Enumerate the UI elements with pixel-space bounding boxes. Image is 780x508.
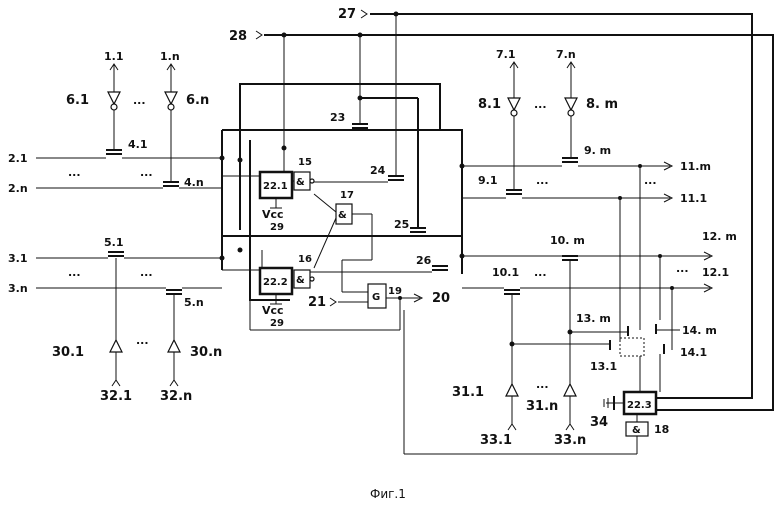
label-1-1: 1.1 [104,50,124,63]
input-group-1 [108,64,177,182]
label-8-1: 8.1 [478,97,501,112]
label-vcc-b: Vcc [262,304,284,317]
label-5-1: 5.1 [104,236,124,249]
label-12-1: 12.1 [702,266,729,279]
generator-symbol: G [372,292,380,303]
label-27: 27 [338,7,356,22]
label-vcc-a: Vcc [262,208,284,221]
label-13-1: 13.1 [590,360,617,373]
label-2-1: 2.1 [8,152,28,165]
label-30-1: 30.1 [52,345,84,360]
label-13-m: 13. m [576,312,611,325]
label-5-n: 5.n [184,296,204,309]
label-7-1: 7.1 [496,48,516,61]
label-25: 25 [394,218,409,231]
block-22-1-label: 22.1 [263,181,288,192]
label-14-1: 14.1 [680,346,707,359]
label-7-n: 7.n [556,48,576,61]
block-22-1 [222,146,292,209]
ellipsis-6: ... [133,94,146,107]
ellipsis-11: ... [644,174,657,187]
label-32-n: 32.n [160,389,192,404]
gate-17-symbol: & [338,210,347,221]
label-10-m: 10. m [550,234,585,247]
label-6-n: 6.n [186,93,209,108]
transistor-23 [352,98,368,128]
label-32-1: 32.1 [100,389,132,404]
gate-15-symbol: & [296,177,305,188]
label-29-a: 29 [270,222,284,233]
label-10-1: 10.1 [492,266,519,279]
gate-17 [314,194,372,292]
label-6-1: 6.1 [66,93,89,108]
block-22-2 [222,248,292,305]
ellipsis-2: ... [68,166,81,179]
label-15: 15 [298,157,312,168]
label-8-m: 8. m [586,97,618,112]
label-3-n: 3.n [8,282,28,295]
ellipsis-30: ... [136,334,149,347]
transistor-24 [310,176,404,182]
label-19: 19 [388,286,402,297]
label-2-n: 2.n [8,182,28,195]
label-28: 28 [229,29,247,44]
block-22-3-label: 22.3 [627,400,652,411]
label-31-n: 31.n [526,399,558,414]
ellipsis-10: ... [534,266,547,279]
input-arrow-27 [361,10,367,18]
sense-lines [618,164,674,350]
label-3-1: 3.1 [8,252,28,265]
label-14-m: 14. m [682,324,717,337]
label-11-1: 11.1 [680,192,707,205]
label-33-1: 33.1 [480,433,512,448]
label-17: 17 [340,190,354,201]
label-30-n: 30.n [190,345,222,360]
ellipsis-3: ... [68,266,81,279]
label-21: 21 [308,295,326,310]
label-4-n: 4.n [184,176,204,189]
label-23: 23 [330,111,345,124]
input-arrow-21 [330,298,336,306]
label-16: 16 [298,254,312,265]
label-9-1: 9.1 [478,174,498,187]
label-29-b: 29 [270,318,284,329]
bus-drops [282,12,399,176]
gate-18-symbol: & [632,425,641,436]
rows-3 [36,252,225,294]
label-9-m: 9. m [584,144,611,157]
ellipsis-4: ... [140,166,153,179]
input-group-7 [508,62,577,190]
ellipsis-5: ... [140,266,153,279]
label-33-n: 33.n [554,433,586,448]
gate-16-symbol: & [296,275,305,286]
block-22-2-label: 22.2 [263,277,288,288]
label-20: 20 [432,291,450,306]
label-4-1: 4.1 [128,138,148,151]
label-24: 24 [370,164,386,177]
ellipsis-31: ... [536,378,549,391]
ellipsis-12: ... [676,262,689,275]
transistor-25 [410,228,426,232]
label-1-n: 1.n [160,50,180,63]
label-26: 26 [416,254,432,267]
label-11-m: 11.m [680,160,711,173]
label-18: 18 [654,423,669,436]
label-31-1: 31.1 [452,385,484,400]
ellipsis-8: ... [534,98,547,111]
label-12-m: 12. m [702,230,737,243]
input-arrow-28 [256,31,262,39]
ellipsis-9: ... [536,174,549,187]
figure-caption: Фиг.1 [370,487,406,501]
label-34: 34 [590,415,608,430]
